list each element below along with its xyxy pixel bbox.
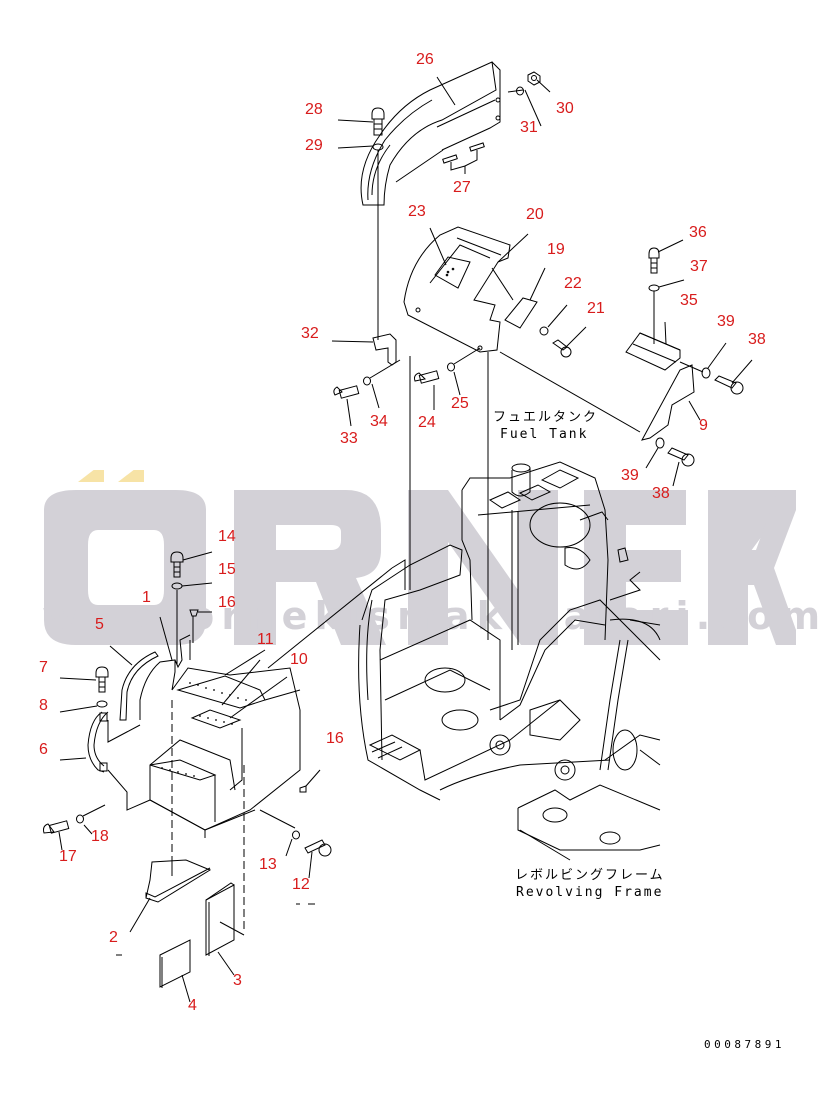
- part-35-block: [625, 321, 681, 371]
- part-label-19: 19: [547, 241, 565, 258]
- revolving-frame-body: [358, 544, 661, 861]
- part-label-15: 15: [218, 561, 236, 578]
- part-label-4: 4: [188, 997, 197, 1014]
- part-27-clips: [442, 142, 485, 174]
- part-label-11: 11: [257, 631, 274, 648]
- part-label-14: 14: [218, 528, 236, 545]
- part-29-washer: [372, 143, 384, 151]
- part-label-37: 37: [690, 258, 708, 275]
- part-label-38: 38: [748, 331, 766, 348]
- part-label-7: 7: [39, 659, 48, 676]
- part-label-18: 18: [91, 828, 109, 845]
- part-label-17: 17: [59, 848, 77, 865]
- part-label-35: 35: [680, 292, 698, 309]
- part-label-12: 12: [292, 876, 310, 893]
- part-label-25: 25: [451, 395, 469, 412]
- part-label-1: 1: [142, 589, 151, 606]
- part-label-2: 2: [109, 929, 118, 946]
- part-label-32: 32: [301, 325, 319, 342]
- part-label-39: 39: [717, 313, 735, 330]
- fuel-tank-label-jp: フュエルタンク: [493, 410, 599, 425]
- part-label-16: 16: [326, 730, 344, 747]
- part-label-34: 34: [370, 413, 388, 430]
- part-label-23: 23: [408, 203, 426, 220]
- part-9-bracket: [641, 364, 701, 441]
- revolving-frame-label-jp: レボルビングフレーム: [515, 868, 665, 883]
- part-label-21: 21: [587, 300, 605, 317]
- part-26-cover: [360, 61, 501, 206]
- part-19-plate: [504, 297, 538, 329]
- part-3-mat: [205, 882, 235, 956]
- revolving-frame-label-en: Revolving Frame: [516, 885, 664, 900]
- part-32-bracket: [331, 333, 397, 366]
- part-20-panel: [403, 226, 511, 353]
- part-label-6: 6: [39, 741, 48, 758]
- part-label-16: 16: [218, 594, 236, 611]
- part-label-22: 22: [564, 275, 582, 292]
- part-label-5: 5: [95, 616, 104, 633]
- part-label-39: 39: [621, 467, 639, 484]
- part-label-8: 8: [39, 697, 48, 714]
- watermark-logo: [44, 470, 796, 645]
- part-label-36: 36: [689, 224, 707, 241]
- part-label-26: 26: [416, 51, 434, 68]
- part-label-20: 20: [526, 206, 544, 223]
- part-28-bolt: [371, 107, 385, 136]
- part-36-bolt: [648, 239, 684, 274]
- part-label-33: 33: [340, 430, 358, 447]
- watermark-url: www.ornekismakinalari.com.tr: [42, 594, 822, 638]
- part-label-3: 3: [233, 972, 242, 989]
- part-label-31: 31: [520, 119, 538, 136]
- part-label-9: 9: [699, 417, 708, 434]
- part-1-toolbox: [139, 634, 301, 838]
- part-label-28: 28: [305, 101, 323, 118]
- part-6-handle: [87, 711, 105, 773]
- part-label-29: 29: [305, 137, 323, 154]
- part-2-mat: [145, 859, 212, 903]
- part-4-mat: [159, 939, 191, 988]
- part-label-10: 10: [290, 651, 308, 668]
- part-label-30: 30: [556, 100, 574, 117]
- part-label-27: 27: [453, 179, 471, 196]
- part-5-trim: [119, 651, 159, 721]
- part-label-24: 24: [418, 414, 436, 431]
- part-label-38: 38: [652, 485, 670, 502]
- part-label-13: 13: [259, 856, 277, 873]
- fuel-tank-label-en: Fuel Tank: [500, 427, 589, 442]
- drawing-code: 00087891: [704, 1038, 785, 1051]
- fuel-tank-body: [461, 461, 641, 650]
